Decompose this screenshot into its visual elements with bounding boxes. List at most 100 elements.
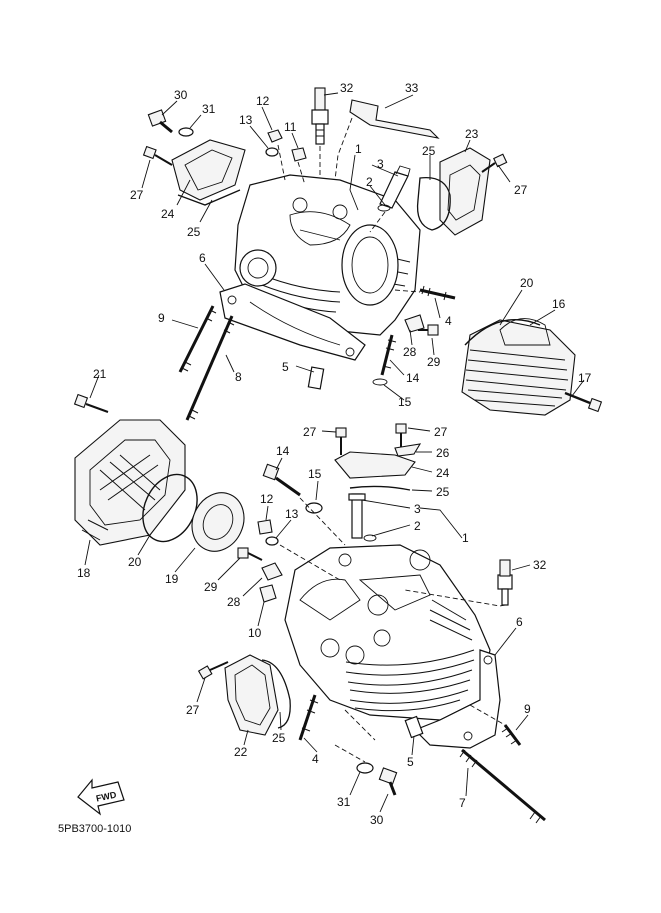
bolt-30-top [147,109,173,134]
stud-4-bottom [298,694,319,741]
rear-valve-cover-left [171,139,246,201]
callout-3: 3 [414,502,421,516]
callout-28: 28 [403,345,417,359]
washer-13-top [265,147,279,157]
bolt-27-lower-left [197,661,229,680]
callout-7: 7 [459,796,466,810]
front-top-cover-gasket-25 [349,485,411,491]
callout-4: 4 [445,314,452,328]
exhaust-gasket-25 [416,176,451,231]
washer-31-top [178,127,194,137]
bolt-21 [73,393,109,413]
fin-cover-gasket-20 [464,318,541,346]
fwd-label: FWD [95,789,118,803]
nut-11-top [291,147,307,162]
fin-cover-16 [461,318,576,416]
callout-27: 27 [186,703,200,717]
plate-19 [191,492,245,552]
stud-14-bottom [262,463,301,497]
callout-16: 16 [552,297,566,311]
callout-30: 30 [370,813,384,827]
callout-30: 30 [174,88,188,102]
nut-10 [259,584,277,603]
callout-27: 27 [514,183,528,197]
callout-1: 1 [355,142,362,156]
rear-head-port-left [239,249,277,287]
callout-24: 24 [436,466,450,480]
rear-stud-9 [178,305,217,373]
bolt-17 [564,391,603,413]
callout-28: 28 [227,595,241,609]
callout-20: 20 [128,555,142,569]
callout-27: 27 [303,425,317,439]
valve-guide-3-bottom [348,493,366,539]
callout-6: 6 [199,251,206,265]
callout-29: 29 [204,580,218,594]
stud-14-top [380,334,397,376]
exhaust-flange-23 [439,147,491,236]
callout-32: 32 [533,558,547,572]
fwd-arrow: FWD [77,778,125,816]
bracket-33 [349,99,440,139]
callout-27: 27 [130,188,144,202]
callout-13: 13 [285,507,299,521]
callout-8: 8 [235,370,242,384]
callout-labels: 30 31 12 13 11 32 33 1 3 2 25 23 27 27 2… [77,81,592,827]
callout-24: 24 [161,207,175,221]
side-cover-18 [74,419,186,546]
callout-33: 33 [405,81,419,95]
bolt-27-left [142,145,173,166]
washer-15-bottom [305,502,323,514]
callout-5: 5 [282,360,289,374]
callout-32: 32 [340,81,354,95]
callout-12: 12 [256,94,270,108]
callout-31: 31 [202,102,216,116]
callout-29: 29 [427,355,441,369]
front-head-fins [345,599,475,712]
valve-clip-2-bottom [363,534,377,542]
callout-14: 14 [406,371,420,385]
callout-11: 11 [284,120,297,134]
callout-25: 25 [187,225,201,239]
front-cylinder-head-group [197,423,546,824]
valve-guide-3-top [379,165,411,209]
bolt-29-bottom [237,547,263,561]
callout-14: 14 [276,444,290,458]
callout-19: 19 [165,572,179,586]
front-top-cover-24 [334,451,416,479]
bolt-30-bottom [378,767,398,796]
callout-22: 22 [234,745,248,759]
valve-clip-2-top [377,204,391,212]
callout-2: 2 [414,519,421,533]
front-stud-9 [501,724,522,746]
bracket-26 [394,443,422,457]
callout-23: 23 [465,127,479,141]
washer-15-top [372,378,388,386]
callout-2: 2 [366,175,373,189]
callout-6: 6 [516,615,523,629]
bolt-27-lower-top-a [335,427,347,455]
callout-5: 5 [407,755,414,769]
rear-cylinder-head-group [142,87,603,421]
bracket-28-bottom [261,562,283,581]
callout-27: 27 [434,425,448,439]
stud-4-top [419,285,456,301]
dowel-5-bottom [404,715,424,739]
callout-10: 10 [248,626,262,640]
callout-17: 17 [578,371,592,385]
left-side-cover-group [73,393,245,552]
callout-12: 12 [260,492,274,506]
rear-valve-cover-gasket-left [177,189,241,206]
callout-25: 25 [422,144,436,158]
callout-25: 25 [436,485,450,499]
nut-12-bottom [257,519,273,535]
rear-head-port-right [341,224,399,306]
callout-9: 9 [158,311,165,325]
nut-12-top [267,129,283,143]
callout-4: 4 [312,752,319,766]
front-valve-cover-gasket-25 [261,659,291,729]
front-stud-7 [459,748,546,824]
washer-13-bottom [265,536,279,546]
bolt-29-top [418,324,439,336]
